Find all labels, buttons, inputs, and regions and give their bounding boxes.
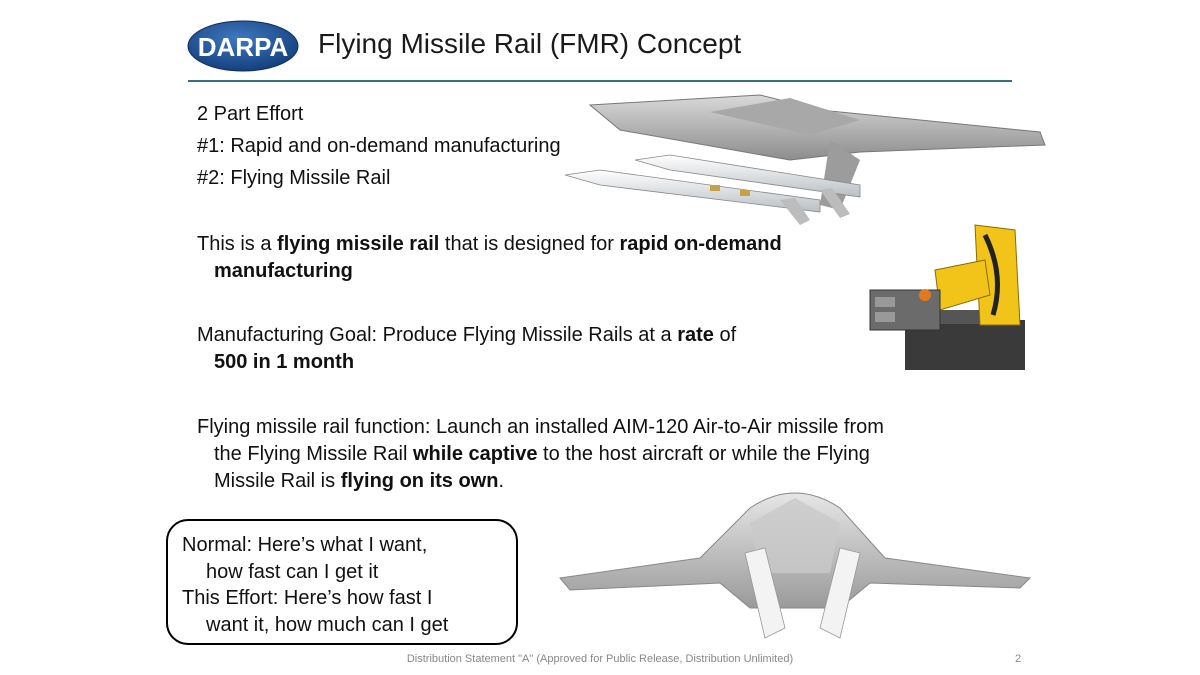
p3-bold-flying-on-its-own: flying on its own (340, 470, 499, 492)
title-divider (188, 80, 1012, 82)
callout-line-1: Normal: Here’s what I want, (182, 534, 428, 556)
p3-text-b: the Flying Missile Rail (214, 443, 413, 465)
darpa-logo: DARPA (187, 20, 299, 72)
darpa-logo-text: DARPA (198, 32, 289, 62)
p2-text-a: Manufacturing Goal: Produce Flying Missi… (197, 324, 678, 346)
slide-title: Flying Missile Rail (FMR) Concept (318, 28, 742, 59)
paragraph-3-line-3: Missile Rail is flying on its own. (214, 466, 504, 496)
fmr-aircraft-top-image (559, 492, 1032, 639)
text-line-2-part-effort: 2 Part Effort (197, 103, 304, 125)
p3-text-g: . (498, 470, 505, 492)
p2-bold-rate: rate (677, 324, 714, 346)
p3-bold-while-captive: while captive (412, 443, 538, 465)
distribution-statement: Distribution Statement "A" (Approved for… (406, 653, 794, 665)
p1-text-c: that is designed for (439, 233, 620, 255)
text-line-flying-missile-rail: #2: Flying Missile Rail (197, 167, 391, 189)
callout-line-2: how fast can I get it (206, 561, 379, 583)
text-line-manufacturing: #1: Rapid and on-demand manufacturing (197, 135, 561, 157)
callout-line-4: want it, how much can I get (206, 614, 449, 636)
paragraph-2-line-2: 500 in 1 month (214, 347, 354, 377)
fmr-aircraft-side-image (564, 94, 1046, 225)
callout-box: Normal: Here’s what I want, how fast can… (166, 519, 518, 645)
p3-text-d: to the host aircraft or while the Flying (537, 443, 870, 465)
p2-text-c: of (713, 324, 737, 346)
paragraph-1-line-2: manufacturing (214, 256, 353, 286)
callout-line-3: This Effort: Here’s how fast I (182, 587, 433, 609)
p1-bold-flying-missile-rail: flying missile rail (277, 233, 440, 255)
robot-arm-image (869, 224, 1025, 370)
p1-bold-rapid-on-demand: rapid on-demand (619, 233, 782, 255)
p2-bold-500-in-1-month: 500 in 1 month (214, 351, 355, 373)
p3-text-e: Missile Rail is (214, 470, 341, 492)
paragraph-3-line-2: the Flying Missile Rail while captive to… (214, 439, 870, 469)
p1-text-a: This is a (197, 233, 278, 255)
paragraph-2-line-1: Manufacturing Goal: Produce Flying Missi… (197, 320, 736, 350)
page-number: 2 (1015, 653, 1022, 665)
paragraph-1-line-1: This is a flying missile rail that is de… (197, 229, 782, 259)
paragraph-3-line-1: Flying missile rail function: Launch an … (197, 416, 884, 438)
p1-bold-manufacturing: manufacturing (214, 260, 353, 282)
